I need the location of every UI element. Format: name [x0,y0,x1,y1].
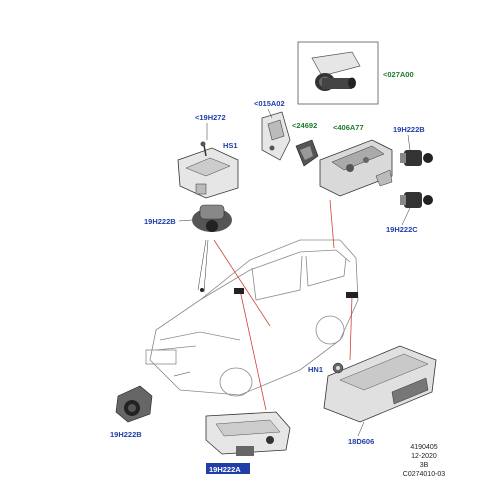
control-module [323,345,437,423]
callout-HS1: HS1 [223,141,238,150]
tape-kit-panel [297,41,379,105]
camera-bracket [261,111,291,161]
footer-line-4: C0274010-03 [402,471,446,478]
marker-front [234,288,244,294]
rear-camera [205,411,291,456]
footer-line-2: 12-2020 [411,453,437,460]
callout-19H272: <19H272 [195,113,226,122]
leader-lines [213,199,353,411]
callout-027A00: <027A00 [383,70,414,79]
camera-housing [319,139,393,197]
vehicle-outline [145,239,359,397]
side-camera-lower [400,192,433,208]
callout-015A02: <015A02 [254,99,285,108]
callout-highlight [206,463,250,474]
callout-24692: <24692 [292,121,317,130]
callout-19H222B-low: 19H222B [110,430,142,439]
connector-lines [173,239,209,377]
callout-18D606: 18D606 [348,437,374,446]
callout-19H222B-mid: 19H222B [144,217,176,226]
marker-left [200,288,204,292]
marker-rear [346,292,358,298]
front-camera [192,204,232,232]
camera-cover [177,147,239,199]
footer-line-1: 4190405 [410,444,438,451]
callout-19H222C: 19H222C [386,225,418,234]
nut-hn1 [332,362,344,374]
callout-19H222A: 19H222A [209,465,241,474]
side-camera-upper [400,150,433,166]
callout-19H222B-top: 19H222B [393,125,425,134]
screw-hs1 [200,141,207,157]
footer-line-3: 3B [419,462,429,469]
low-camera [115,385,153,423]
callout-HN1: HN1 [308,365,323,374]
retaining-clip [295,139,319,167]
callout-406A77: <406A77 [333,123,364,132]
